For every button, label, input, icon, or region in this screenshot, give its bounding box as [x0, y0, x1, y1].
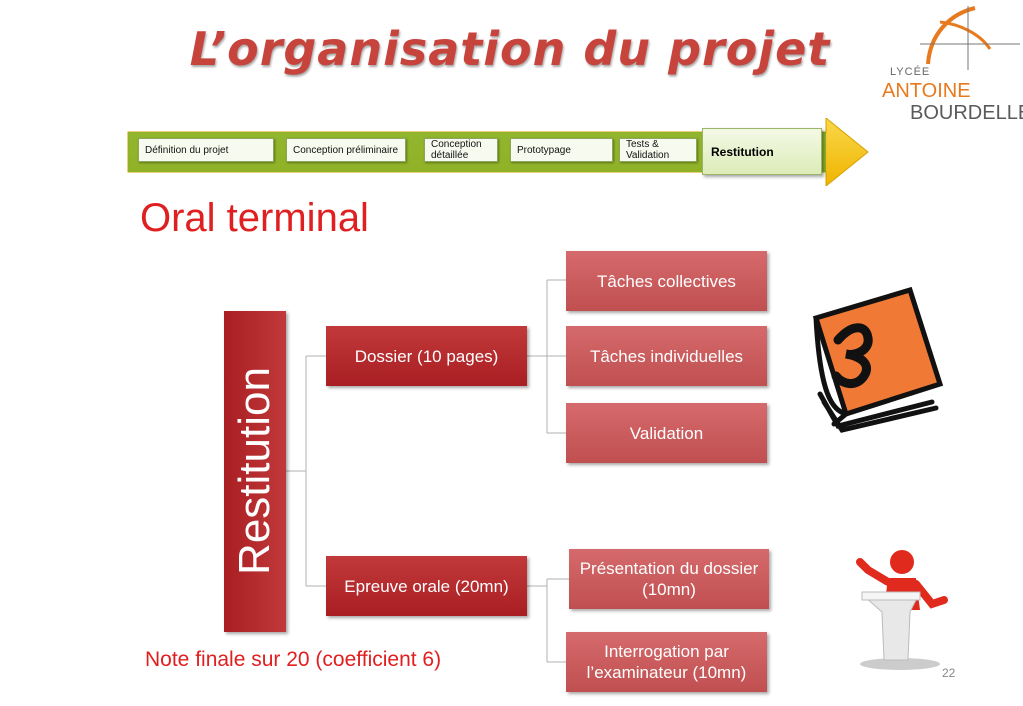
logo-text-bourdelle: BOURDELLE	[910, 102, 1023, 124]
speaker-figure-icon	[856, 550, 948, 670]
section-title: Oral terminal	[140, 196, 369, 240]
page-number: 22	[942, 666, 956, 680]
leaf-validation: Validation	[566, 403, 767, 463]
step-definition: Définition du projet	[138, 138, 274, 162]
leaf-taches-collectives: Tâches collectives	[566, 251, 767, 311]
root-node-restitution: Restitution	[224, 311, 286, 632]
step-conception-detaillee: Conception détaillée	[424, 138, 498, 162]
school-logo: LYCÉE ANTOINE BOURDELLE	[880, 4, 1023, 134]
branch-epreuve-orale: Epreuve orale (20mn)	[326, 556, 527, 616]
logo-swoosh-icon	[920, 6, 1020, 70]
slide-title: L’organisation du projet	[189, 22, 831, 76]
branch-dossier: Dossier (10 pages)	[326, 326, 527, 386]
step-restitution: Restitution	[702, 128, 822, 175]
leaf-presentation-dossier: Présentation du dossier (10mn)	[569, 549, 769, 609]
book-icon	[812, 286, 944, 433]
step-prototypage: Prototypage	[510, 138, 613, 162]
step-conception-preliminaire: Conception préliminaire	[286, 138, 406, 162]
final-note: Note finale sur 20 (coefficient 6)	[145, 648, 442, 671]
logo-text-antoine: ANTOINE	[882, 80, 971, 102]
logo-text-lycee: LYCÉE	[890, 66, 931, 78]
leaf-interrogation: Interrogation par l’examinateur (10mn)	[566, 632, 767, 692]
root-node-label: Restitution	[230, 367, 279, 575]
step-tests-validation: Tests & Validation	[619, 138, 697, 162]
leaf-taches-individuelles: Tâches individuelles	[566, 326, 767, 386]
